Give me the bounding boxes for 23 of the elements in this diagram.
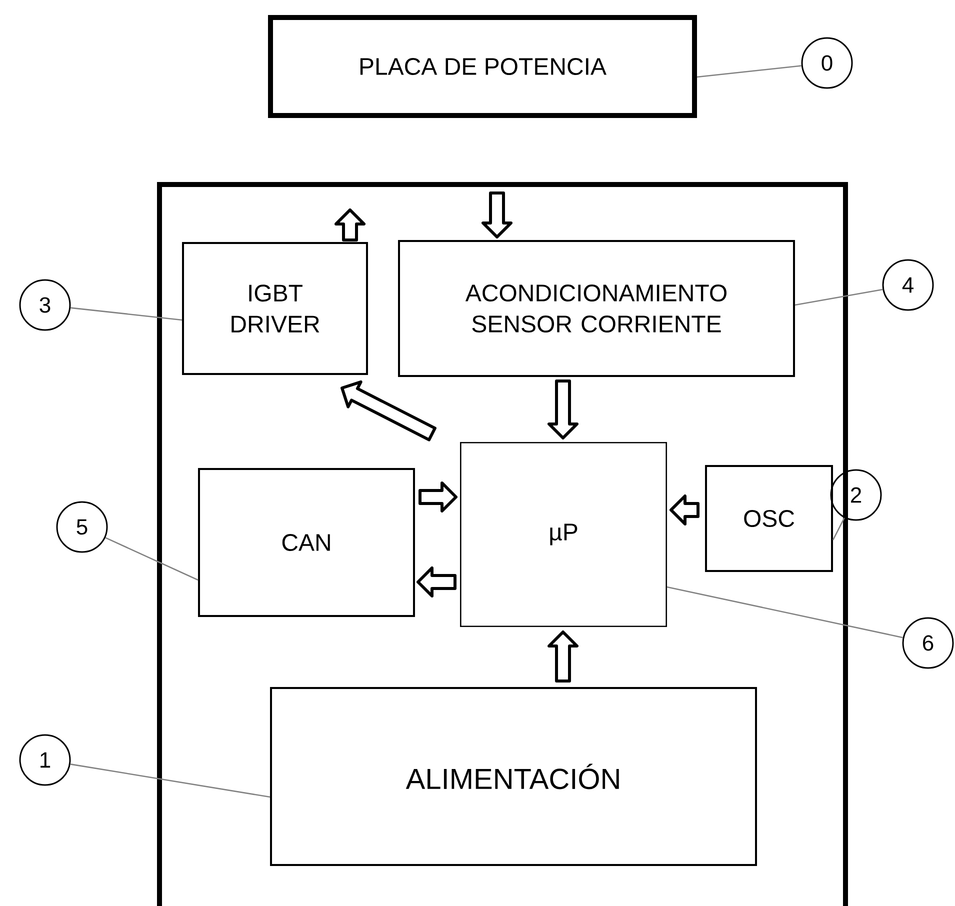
leader-line [105, 537, 198, 581]
block-arrow [548, 380, 578, 440]
block-box: OSC [705, 465, 833, 572]
block-arrow [418, 482, 458, 512]
leader-line [70, 764, 270, 798]
leader-line [70, 307, 182, 321]
block-arrow [340, 380, 436, 442]
block-box: µP [460, 442, 667, 627]
block-arrow [548, 630, 578, 682]
block-arrow [482, 192, 512, 238]
block-box: IGBT DRIVER [182, 242, 368, 375]
leader-line [794, 288, 883, 306]
block-arrow [334, 208, 366, 242]
leader-line [832, 518, 845, 540]
board-frame [157, 182, 848, 906]
leader-line [696, 65, 802, 78]
leader-line [666, 586, 903, 638]
block-box: ALIMENTACIÓN [270, 687, 757, 866]
block-box: ACONDICIONAMIENTO SENSOR CORRIENTE [398, 240, 795, 377]
block-box: CAN [198, 468, 415, 617]
block-arrow [416, 566, 456, 598]
block-arrow [670, 494, 700, 526]
title-box: PLACA DE POTENCIA [268, 15, 697, 118]
